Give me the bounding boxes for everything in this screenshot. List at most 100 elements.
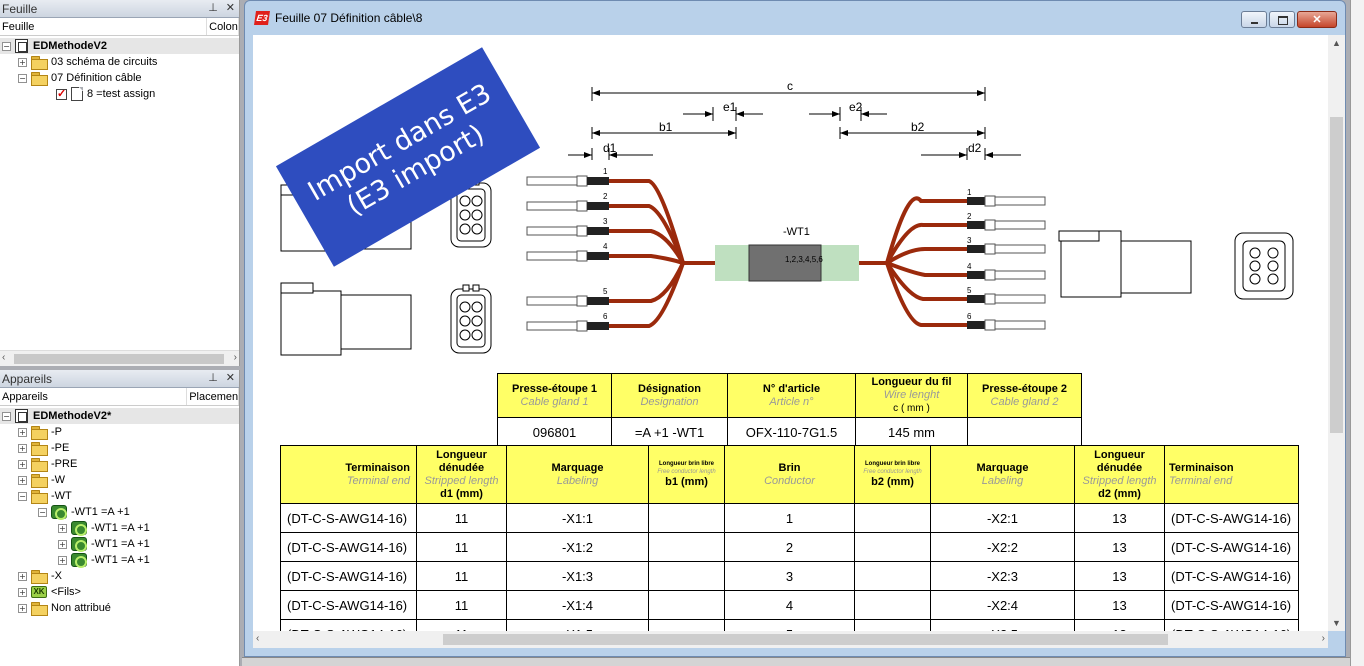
folder-icon (31, 56, 48, 70)
cell-stripped-length-right: 13 (1074, 590, 1165, 620)
tree-item-wt[interactable]: − -WT (0, 488, 239, 504)
expand-icon[interactable]: + (18, 459, 27, 469)
collapse-icon[interactable]: − (38, 507, 47, 517)
expand-icon[interactable]: + (58, 555, 67, 565)
document-title: Feuille 07 Définition câble\8 (275, 11, 423, 25)
column-colonne[interactable]: Colonn (207, 18, 239, 35)
column-placement[interactable]: Placemen (187, 388, 239, 405)
scroll-thumb[interactable] (1330, 117, 1343, 433)
cell-labeling-right: -X2:5 (930, 619, 1075, 631)
cell-stripped-length-left: 11 (416, 503, 507, 533)
tree-item-sheet-8[interactable]: 8 =test assign (0, 86, 239, 102)
cell-stripped-length-right: 13 (1074, 532, 1165, 562)
left-pin-6: 6 (603, 312, 608, 321)
scroll-left-icon[interactable]: ‹ (2, 352, 6, 363)
cell-terminal-end-left: (DT-C-S-AWG14-16) (280, 590, 417, 620)
expand-icon[interactable]: + (18, 57, 27, 67)
feuille-panel: Feuille ⊥✕ Feuille Colonn − EDMethodeV2 … (0, 0, 240, 366)
tree-item-fils[interactable]: +XK <Fils> (0, 584, 239, 600)
collapse-icon[interactable]: − (2, 41, 11, 51)
close-icon[interactable]: ✕ (225, 2, 235, 14)
cell-free-length-right (854, 590, 931, 620)
scroll-down-icon[interactable]: ▼ (1332, 618, 1341, 628)
column-feuille[interactable]: Feuille (0, 18, 208, 35)
minimize-button[interactable] (1241, 11, 1267, 28)
left-pin-3: 3 (603, 217, 608, 226)
tree-label: -WT1 =A +1 (71, 506, 130, 518)
column-appareils[interactable]: Appareils (0, 388, 188, 405)
feuille-hscrollbar[interactable]: ‹ › (0, 350, 239, 366)
scroll-up-icon[interactable]: ▲ (1332, 38, 1341, 48)
close-button[interactable] (1297, 11, 1337, 28)
document-titlebar[interactable]: E3 Feuille 07 Définition câble\8 (245, 1, 1345, 35)
cell-free-length-right (854, 532, 931, 562)
collapse-icon[interactable]: − (2, 411, 11, 421)
pin-icon[interactable]: ⊥ (208, 2, 218, 14)
right-pin-numbers: 1 2 3 4 5 6 (967, 188, 972, 321)
expand-icon[interactable]: + (18, 603, 27, 613)
checkbox-icon[interactable] (56, 87, 67, 100)
document-vscrollbar[interactable]: ▲ ▼ (1328, 35, 1345, 631)
tree-item-project-root[interactable]: − EDMethodeV2* (0, 408, 239, 424)
tree-item-wt1-child[interactable]: + -WT1 =A +1 (0, 520, 239, 536)
scroll-right-icon[interactable]: › (233, 352, 237, 363)
tree-item-w[interactable]: + -W (0, 472, 239, 488)
tree-item-wt1-child[interactable]: + -WT1 =A +1 (0, 536, 239, 552)
project-icon (15, 39, 28, 53)
tree-label: -WT1 =A +1 (91, 538, 150, 550)
connector-face-left-top (450, 178, 492, 248)
pin-icon[interactable]: ⊥ (208, 372, 218, 384)
dim-label-c: c (787, 79, 793, 93)
cable-core-label: 1,2,3,4,5,6 (785, 255, 823, 264)
expand-icon[interactable]: + (18, 443, 27, 453)
tree-item-wt1-child[interactable]: + -WT1 =A +1 (0, 552, 239, 568)
right-pin-4: 4 (967, 262, 972, 271)
folder-icon (31, 442, 48, 456)
expand-icon[interactable]: + (18, 587, 27, 597)
scroll-thumb[interactable] (443, 634, 1168, 645)
expand-icon[interactable]: + (18, 475, 27, 485)
table-row[interactable]: (DT-C-S-AWG14-16)11-X1:55-X2:513(DT-C-S-… (280, 619, 1299, 631)
cell-stripped-length-left: 11 (416, 532, 507, 562)
tree-item-schema[interactable]: + 03 schéma de circuits (0, 54, 239, 70)
expand-icon[interactable]: + (18, 571, 27, 581)
tree-item-pre[interactable]: + -PRE (0, 456, 239, 472)
tree-label: <Fils> (51, 586, 81, 598)
scroll-left-icon[interactable]: ‹ (256, 633, 260, 644)
connector-face-left-bottom (450, 284, 492, 354)
right-wires (885, 196, 967, 327)
collapse-icon[interactable]: − (18, 491, 27, 501)
document-hscrollbar[interactable]: ‹ › (253, 631, 1328, 648)
expand-icon[interactable]: + (18, 427, 27, 437)
scroll-right-icon[interactable]: › (1321, 633, 1325, 644)
appareils-panel: Appareils ⊥✕ Appareils Placemen − EDMeth… (0, 370, 240, 666)
tree-item-p[interactable]: + -P (0, 424, 239, 440)
left-pin-1: 1 (603, 167, 608, 176)
tree-item-x[interactable]: + -X (0, 568, 239, 584)
tree-label: -PRE (51, 458, 78, 470)
tree-item-non-attribue[interactable]: + Non attribué (0, 600, 239, 616)
expand-icon[interactable]: + (58, 539, 67, 549)
folder-icon (31, 490, 48, 504)
maximize-button[interactable] (1269, 11, 1295, 28)
tree-item-definition-cable[interactable]: − 07 Définition câble (0, 70, 239, 86)
scroll-thumb[interactable] (14, 354, 224, 364)
left-pin-2: 2 (603, 192, 608, 201)
cell-terminal-end-left: (DT-C-S-AWG14-16) (280, 503, 417, 533)
feuille-tree: − EDMethodeV2 + 03 schéma de circuits − … (0, 36, 239, 102)
tree-item-wt1[interactable]: − -WT1 =A +1 (0, 504, 239, 520)
dim-label-e2: e2 (849, 100, 863, 114)
tree-item-project-root[interactable]: − EDMethodeV2 (0, 38, 239, 54)
collapse-icon[interactable]: − (18, 73, 27, 83)
expand-icon[interactable]: + (58, 523, 67, 533)
drawing-canvas[interactable]: c e1 e2 b1 b2 d1 d2 (253, 35, 1328, 631)
close-icon[interactable]: ✕ (225, 372, 235, 384)
tree-item-pe[interactable]: + -PE (0, 440, 239, 456)
